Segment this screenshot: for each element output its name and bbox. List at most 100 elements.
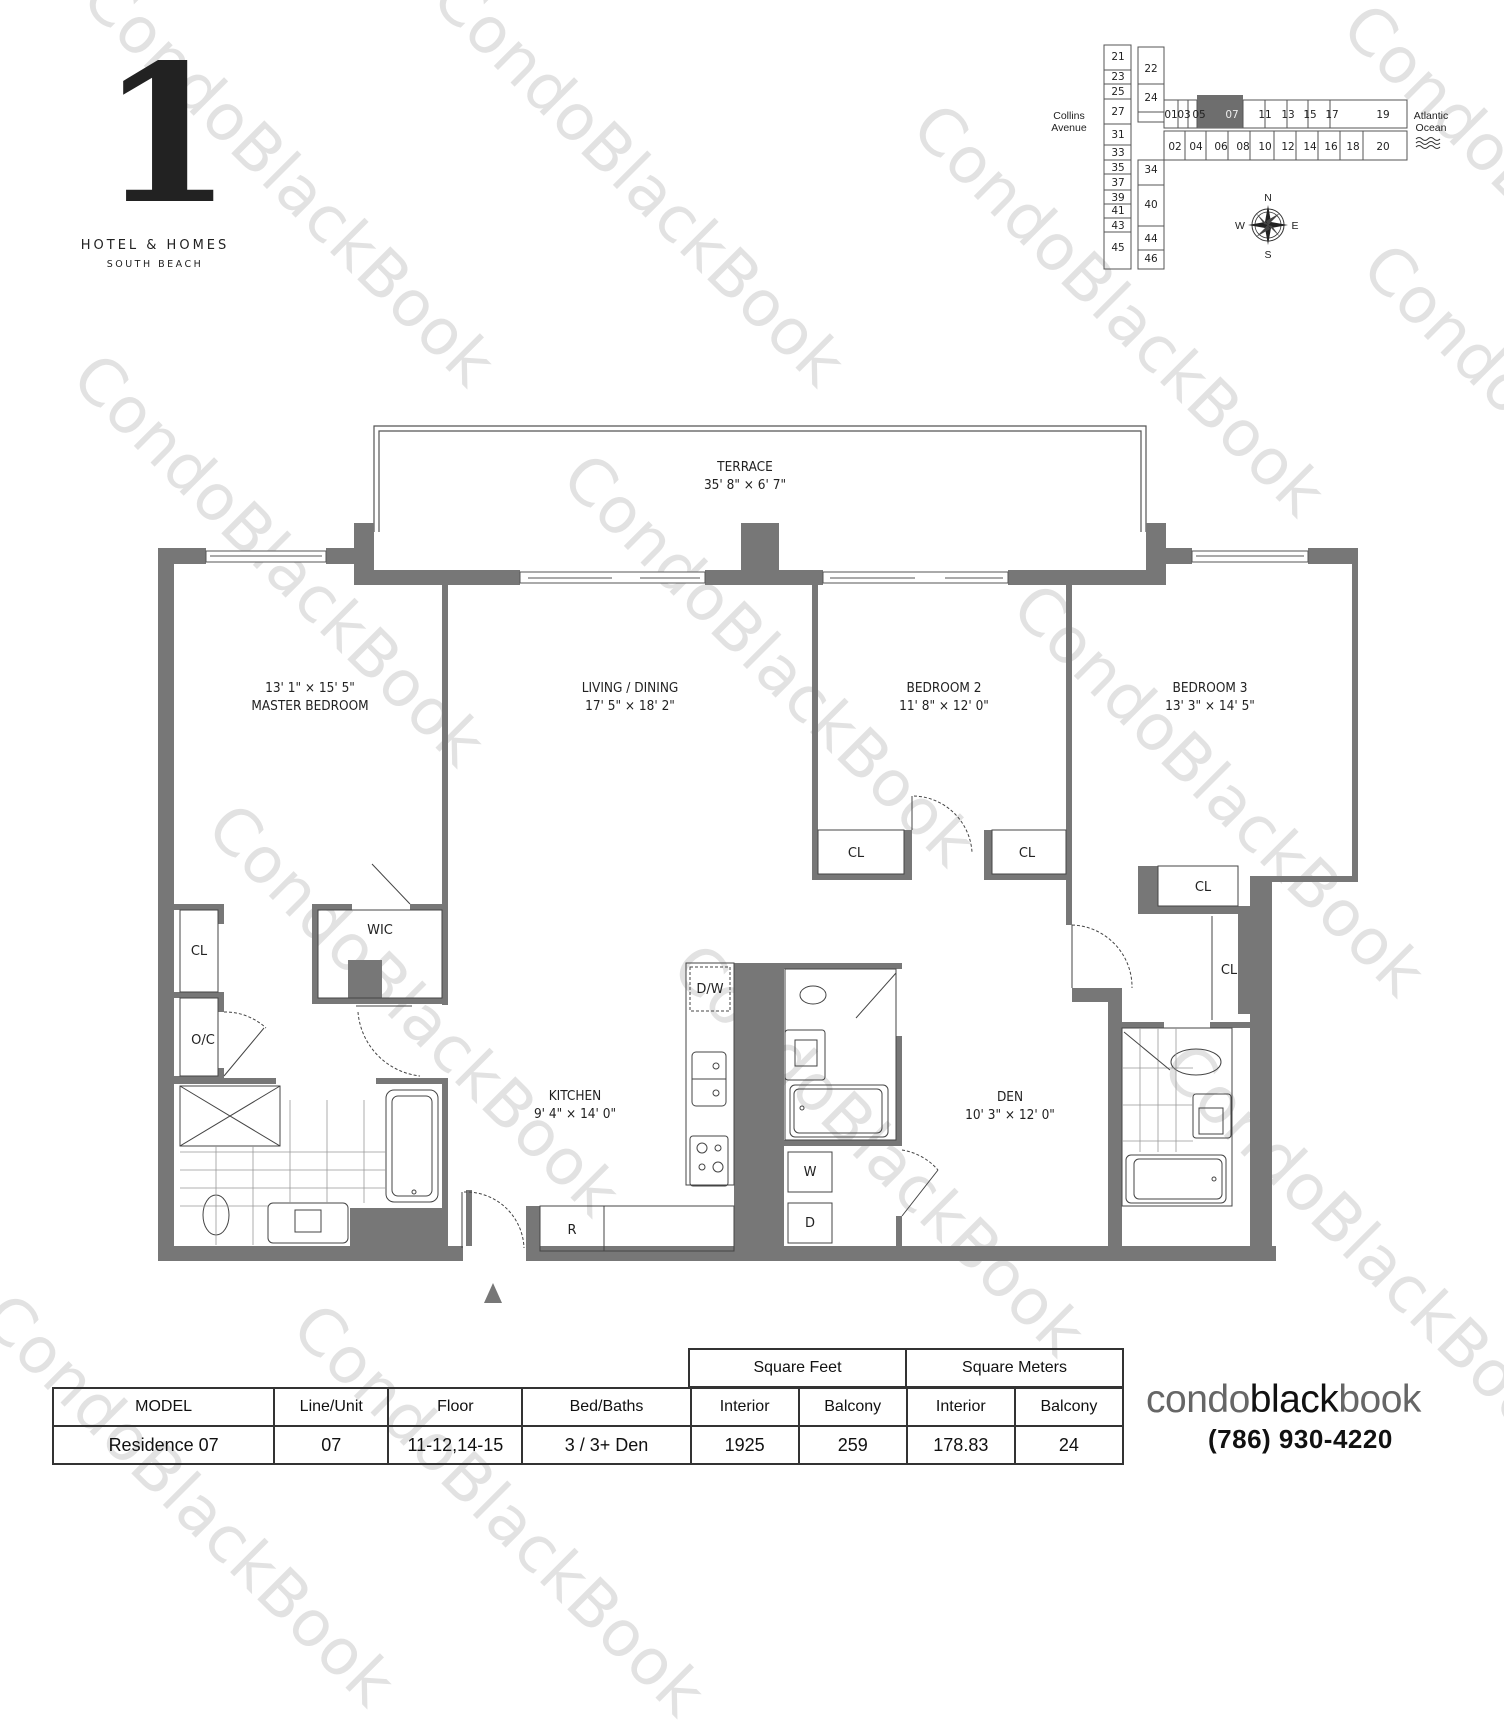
open-closet-label: O/C [191,1033,215,1048]
svg-text:W: W [1235,220,1245,232]
cell-floor: 11-12,14-15 [387,1425,524,1465]
svg-text:37: 37 [1111,177,1124,189]
brand-part: black [1249,1378,1339,1421]
room-size: 13' 3" × 14' 5" [1165,698,1255,714]
exterior-walls [158,523,1358,1261]
svg-text:E: E [1291,220,1298,232]
svg-text:22: 22 [1144,63,1157,75]
walk-in-closet-label: WIC [367,923,393,938]
fixtures [179,829,1239,1252]
svg-text:44: 44 [1144,233,1158,245]
cell-bed-baths: 3 / 3+ Den [521,1425,692,1465]
svg-text:25: 25 [1111,86,1124,98]
watermark-text: CondoBlackBook [277,1290,720,1732]
brand-logo: condoblackbook [1146,1378,1421,1422]
svg-text:16: 16 [1324,141,1338,153]
key-plan-unit-numbers: 21 23 25 27 31 33 35 37 39 41 43 45 22 2… [1111,51,1389,265]
header-sqft-balcony: Balcony [797,1387,908,1427]
room-size: 11' 8" × 12' 0" [899,698,989,714]
washer-label: W [803,1165,817,1180]
svg-text:40: 40 [1144,199,1157,211]
svg-text:31: 31 [1111,129,1124,141]
svg-text:23: 23 [1111,71,1124,83]
cell-line-unit: 07 [273,1425,390,1465]
spec-table-header-row: MODEL Line/Unit Floor Bed/Baths Interior… [51,1387,1125,1427]
logo-subtitle: SOUTH BEACH [106,259,204,270]
logo-title: HOTEL & HOMES [80,238,230,253]
svg-text:45: 45 [1111,242,1124,254]
watermark-text: CondoBlackBook [0,1280,410,1722]
cell-sqft-balcony: 259 [797,1425,908,1465]
svg-text:02: 02 [1168,141,1181,153]
highlighted-unit-block [1197,95,1243,128]
header-bed-baths: Bed/Baths [521,1387,692,1427]
room-terrace: TERRACE 35' 8" × 6' 7" [640,458,850,494]
svg-text:27: 27 [1111,106,1124,118]
room-name: MASTER BEDROOM [251,698,369,714]
room-name: BEDROOM 3 [1172,680,1248,696]
brand-part: book [1338,1378,1421,1421]
svg-text:12: 12 [1281,141,1294,153]
room-size: 35' 8" × 6' 7" [703,477,787,493]
svg-text:10: 10 [1258,141,1271,153]
svg-text:05: 05 [1192,109,1205,121]
compass-rose-icon: N S E W [1235,192,1298,261]
closet-label: CL [847,846,865,861]
key-plan-ocean-label: Ocean [1416,122,1447,134]
logo-numeral: 1 [100,23,233,246]
svg-text:35: 35 [1111,162,1124,174]
svg-text:39: 39 [1111,192,1124,204]
svg-text:03: 03 [1177,109,1190,121]
doors [223,795,1213,1249]
svg-text:41: 41 [1111,205,1124,217]
svg-text:33: 33 [1111,147,1124,159]
room-size: 13' 1" × 15' 5" [265,680,355,696]
svg-text:46: 46 [1144,253,1158,265]
svg-text:01: 01 [1164,109,1177,121]
room-name: TERRACE [717,459,773,475]
dishwasher-label: D/W [696,982,724,997]
header-line-unit: Line/Unit [273,1387,390,1427]
header-model: MODEL [51,1387,276,1427]
closet-label: CL [190,944,208,959]
room-den: DEN 10' 3" × 12' 0" [935,1088,1085,1124]
cell-sqm-balcony: 24 [1013,1425,1125,1465]
group-header-square-meters: Square Meters [905,1348,1124,1388]
closet-label: CL [1220,963,1238,978]
spec-table: MODEL Line/Unit Floor Bed/Baths Interior… [51,1387,1125,1465]
svg-text:06: 06 [1214,141,1228,153]
cell-model: Residence 07 [51,1425,276,1465]
header-floor: Floor [387,1387,524,1427]
header-sqm-interior: Interior [905,1387,1016,1427]
entry-arrow-icon [484,1283,502,1303]
header-sqm-balcony: Balcony [1013,1387,1125,1427]
waves-icon [1415,137,1441,149]
svg-text:17: 17 [1325,109,1338,121]
svg-text:13: 13 [1281,109,1294,121]
room-size: 10' 3" × 12' 0" [965,1107,1055,1123]
svg-text:18: 18 [1346,141,1359,153]
svg-text:14: 14 [1303,141,1317,153]
room-kitchen: KITCHEN 9' 4" × 14' 0" [500,1087,650,1123]
room-size: 17' 5" × 18' 2" [585,698,675,714]
svg-text:43: 43 [1111,220,1124,232]
svg-text:19: 19 [1376,109,1389,121]
svg-text:21: 21 [1111,51,1124,63]
svg-text:04: 04 [1189,141,1203,153]
room-name: KITCHEN [548,1088,602,1104]
svg-text:S: S [1264,249,1271,261]
header-sqft-interior: Interior [689,1387,800,1427]
svg-text:15: 15 [1303,109,1316,121]
closet-label: CL [1194,880,1212,895]
room-name: BEDROOM 2 [906,680,982,696]
svg-text:N: N [1264,192,1272,204]
floor-plan [158,425,1358,1303]
room-living-dining: LIVING / DINING 17' 5" × 18' 2" [520,679,740,715]
cell-sqm-interior: 178.83 [905,1425,1016,1465]
key-plan: Collins Avenue Atlantic Ocean 21 23 25 2… [1051,44,1448,270]
svg-text:24: 24 [1144,92,1158,104]
area-group-header-table: Square Feet Square Meters [688,1348,1124,1388]
phone-number[interactable]: (786) 930-4220 [1208,1424,1393,1454]
room-master-bedroom: 13' 1" × 15' 5" MASTER BEDROOM [200,679,420,715]
cell-sqft-interior: 1925 [689,1425,800,1465]
